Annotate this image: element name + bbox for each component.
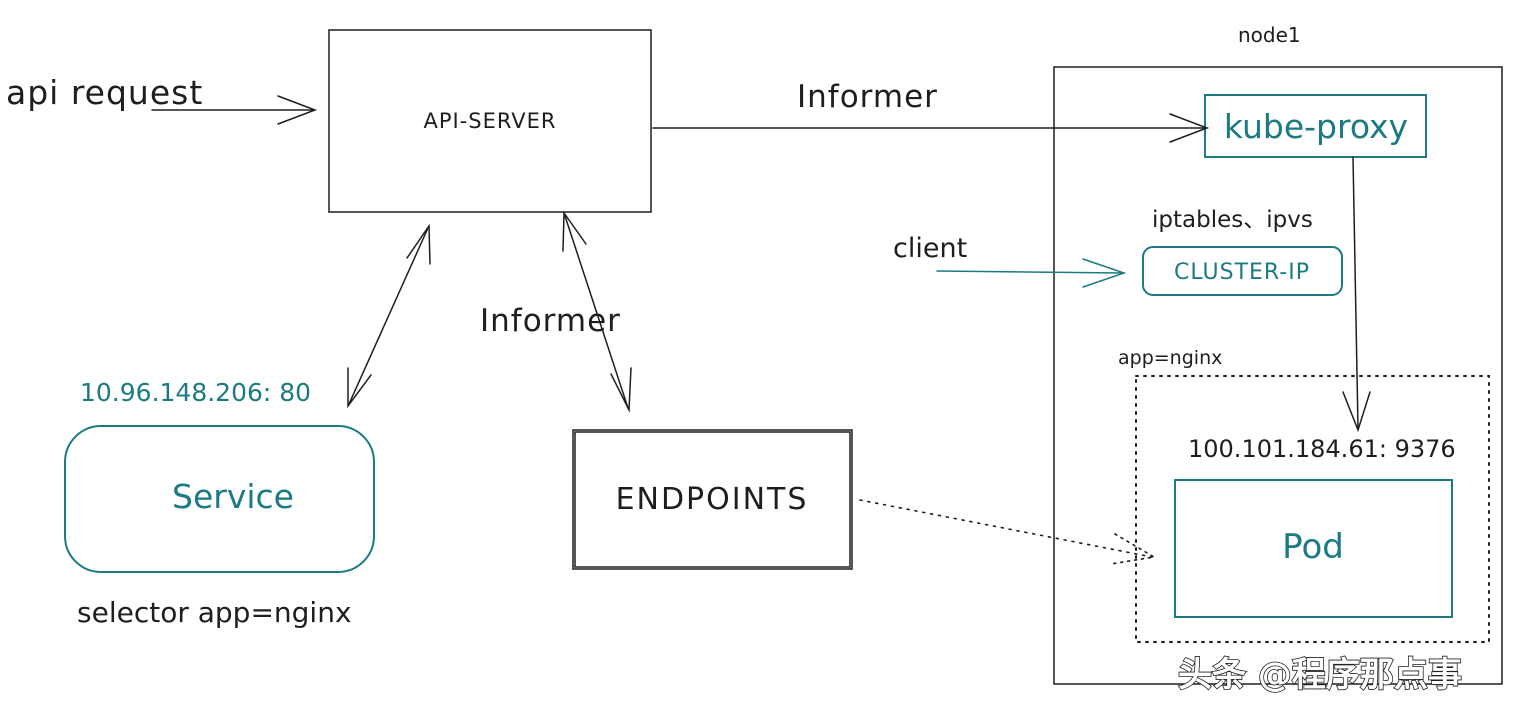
client-arrow (936, 258, 1127, 288)
pod-group-box (1135, 375, 1490, 643)
kube-proxy-to-pod-arrow (1342, 156, 1371, 433)
kube-proxy-label: kube-proxy (1224, 107, 1408, 146)
api-server-box (328, 29, 652, 213)
node-title: node1 (1238, 23, 1301, 47)
api-server-label: API-SERVER (423, 109, 556, 133)
endpoints-label: ENDPOINTS (616, 482, 809, 517)
pod-box (1174, 479, 1453, 618)
pod-selector-label: app=nginx (1118, 347, 1222, 369)
pod-ip-label: 100.101.184.61: 9376 (1188, 435, 1456, 463)
cluster-ip-box (1142, 246, 1343, 296)
selector-label: selector app=nginx (77, 596, 352, 629)
service-ip-label: 10.96.148.206: 80 (80, 378, 311, 407)
api-request-arrow (151, 95, 318, 125)
endpoints-box (572, 429, 853, 570)
api-service-arrow (347, 223, 431, 409)
pod-label: Pod (1282, 527, 1344, 567)
informer-top-arrow (652, 113, 1210, 143)
informer-top-label: Informer (797, 79, 938, 115)
api-request-label: api request (6, 73, 203, 112)
informer-mid-label: Informer (480, 303, 621, 339)
watermark-text: 头条 @程序那点事 (1178, 655, 1462, 695)
endpoints-to-pod-arrow (859, 499, 1157, 565)
client-label: client (893, 233, 967, 264)
service-label: Service (172, 477, 294, 516)
kube-proxy-box (1204, 94, 1427, 158)
node-box (1053, 66, 1503, 685)
service-box (64, 425, 375, 573)
cluster-ip-label: CLUSTER-IP (1174, 260, 1310, 285)
api-endpoints-arrow (562, 210, 632, 413)
iptables-label: iptables、ipvs (1152, 207, 1313, 233)
